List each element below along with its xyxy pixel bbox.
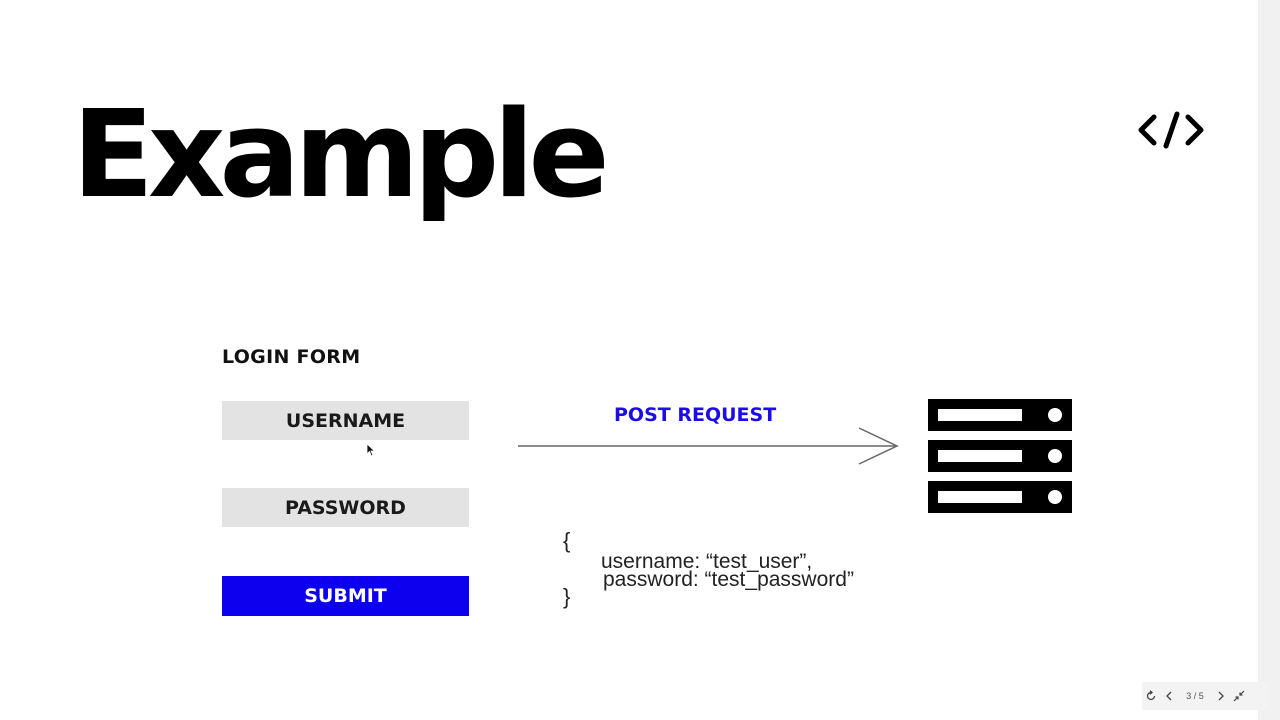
- code-icon: [1138, 111, 1204, 149]
- post-request-label: POST REQUEST: [614, 404, 777, 426]
- server-unit: [928, 399, 1072, 431]
- arrow-right-icon: [518, 427, 899, 465]
- json-username-line: username: “test_user”,: [601, 550, 813, 573]
- username-field[interactable]: USERNAME: [222, 401, 469, 440]
- json-password-line: password: “test_password”: [603, 568, 854, 591]
- json-open-brace: {: [563, 528, 571, 553]
- login-form-title: LOGIN FORM: [222, 346, 361, 368]
- slide-title: Example: [72, 86, 610, 225]
- server-unit: [928, 481, 1072, 513]
- slide-edge: [1258, 0, 1280, 720]
- password-field[interactable]: PASSWORD: [222, 488, 469, 527]
- json-close-brace: }: [563, 584, 571, 609]
- server-unit: [928, 440, 1072, 472]
- mouse-cursor-icon: [366, 443, 376, 457]
- collapse-icon: [1233, 690, 1245, 702]
- refresh-button[interactable]: [1142, 682, 1160, 710]
- chevron-left-icon: [1166, 691, 1172, 701]
- page-indicator: 3 / 5: [1186, 691, 1204, 701]
- server-rack-icon: [928, 399, 1072, 513]
- exit-fullscreen-button[interactable]: [1230, 682, 1248, 710]
- slide-player-controls: 3 / 5: [1142, 682, 1268, 710]
- submit-button[interactable]: SUBMIT: [222, 576, 469, 616]
- previous-slide-button[interactable]: [1160, 682, 1178, 710]
- next-slide-button[interactable]: [1212, 682, 1230, 710]
- chevron-right-icon: [1218, 691, 1224, 701]
- refresh-icon: [1146, 690, 1156, 701]
